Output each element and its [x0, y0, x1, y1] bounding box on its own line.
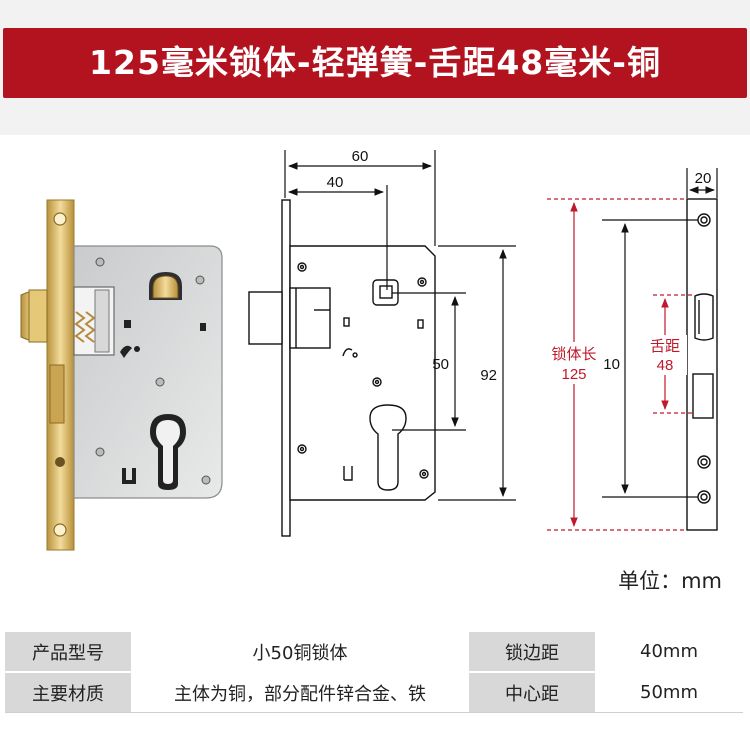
lock-body-photo — [20, 199, 223, 551]
front-view-drawing — [248, 199, 436, 537]
spec-key: 主要材质 — [5, 671, 131, 713]
unit-note: 单位：mm — [618, 569, 722, 593]
spec-value: 40mm — [595, 630, 743, 672]
table-row: 主要材质 主体为铜，部分配件锌合金、铁 中心距 50mm — [5, 671, 743, 713]
bolt-spacing-value: 48 — [657, 357, 674, 374]
spec-table: 产品型号 小50铜锁体 锁边距 40mm 主要材质 主体为铜，部分配件锌合金、铁… — [5, 630, 743, 713]
spec-key: 产品型号 — [5, 630, 131, 672]
faceplate-length-label: 锁体长 — [551, 346, 596, 363]
page-title: 125毫米锁体-轻弹簧-舌距48毫米-铜 — [89, 43, 661, 82]
faceplate-drawing — [686, 198, 718, 531]
spec-value: 小50铜锁体 — [131, 630, 469, 672]
spec-value: 主体为铜，部分配件锌合金、铁 — [131, 671, 469, 713]
spec-key: 锁边距 — [469, 630, 595, 672]
faceplate-length-value: 125 — [561, 366, 586, 383]
faceplate-dimensions — [602, 168, 718, 498]
lock-body-diagram: 60 40 50 92 20 110 锁体长 125 舌距 48 — [20, 148, 718, 551]
dim-faceplate-width: 20 — [695, 170, 712, 187]
title-banner: 125毫米锁体-轻弹簧-舌距48毫米-铜 — [0, 0, 750, 135]
front-view-dimensions — [284, 150, 516, 501]
table-row: 产品型号 小50铜锁体 锁边距 40mm — [5, 630, 743, 672]
dim-hub-to-cylinder: 50 — [432, 356, 449, 373]
bolt-spacing-label: 舌距 — [650, 338, 680, 355]
dim-case-height: 92 — [480, 367, 497, 384]
spec-key: 中心距 — [469, 671, 595, 713]
spec-value: 50mm — [595, 671, 743, 713]
title-bar — [3, 28, 747, 98]
dim-backset: 40 — [327, 174, 344, 191]
dim-total-width: 60 — [352, 148, 369, 165]
